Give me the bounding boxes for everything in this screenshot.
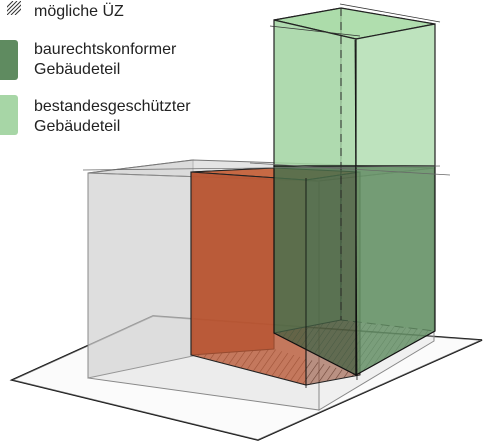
sketch-lines: [82, 3, 451, 388]
legend-label-light-green: bestandesgeschützter Gebäudeteil: [34, 98, 191, 135]
legend-item-light-green: bestandesgeschützter Gebäudeteil: [34, 97, 191, 137]
green-tower: [273, 7, 436, 377]
legend-item-dark-green: baurechtskonformer Gebäudeteil: [34, 40, 176, 80]
diagonal-hatch-icon: [7, 1, 21, 15]
legend-swatch-dark-green: [0, 40, 18, 80]
legend-label-hatch: mögliche ÜZ: [34, 3, 124, 20]
legend-item-hatch: mögliche ÜZ: [34, 2, 124, 22]
legend-swatch-light-green: [0, 95, 18, 135]
legend-label-dark-green: baurechtskonformer Gebäudeteil: [34, 41, 177, 78]
legend: mögliche ÜZ baurechtskonformer Gebäudete…: [0, 0, 300, 145]
